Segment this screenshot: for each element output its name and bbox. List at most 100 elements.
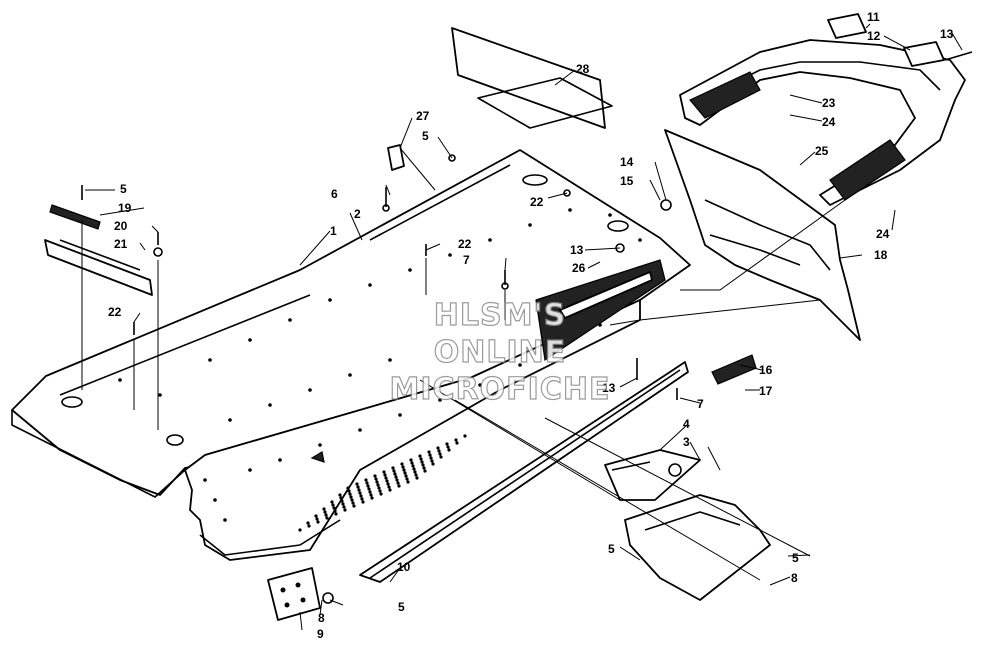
callout-22-a: 22 [108,305,122,319]
rivet-hole [478,383,482,387]
rivet-hole [448,253,452,257]
rivet-hole [248,468,252,472]
perforation-hole [383,473,387,477]
callout-2: 2 [354,207,361,221]
callout-8-a: 8 [318,611,325,625]
rivet-hole [203,478,207,482]
callout-4: 4 [683,417,690,431]
perforation-hole [412,467,416,471]
perforation-hole [357,488,361,492]
rivet-hole [388,358,392,362]
bracket-plate-upper [604,449,701,501]
perforation-hole [405,477,409,481]
callout-10: 10 [397,560,411,574]
callout-27: 27 [416,109,430,123]
perforation-hole [342,505,346,509]
perforation-hole [368,490,372,494]
rivet-hole [568,208,572,212]
callout-16: 16 [759,363,773,377]
callout-6: 6 [331,187,338,201]
rivet-hole [308,388,312,392]
perforation-hole [334,512,338,516]
rear-flap [664,129,861,341]
perforation-hole [388,488,392,492]
perforation-hole [333,509,337,513]
perforation-hole [348,492,352,496]
perforation-hole [298,528,302,532]
perforation-hole [446,445,450,449]
callout-11: 11 [867,10,880,24]
callout-5-d: 5 [792,551,799,565]
watermark-line-3: MICROFICHE [390,372,611,407]
perforation-hole [463,434,467,438]
perforation-hole [386,482,390,486]
callout-18: 18 [874,248,888,262]
callout-7-a: 7 [463,253,470,267]
perforation-hole [418,454,422,458]
callout-15: 15 [620,174,634,188]
perforation-hole [341,502,345,506]
perforation-hole [373,474,377,478]
perforation-hole [394,475,398,479]
rivet-hole [158,393,162,397]
perforation-hole [350,498,354,502]
decal-12 [903,41,945,67]
bracket-19-21 [44,204,153,296]
perforation-hole [322,507,326,511]
perforation-hole [396,481,400,485]
perforation-hole [306,521,310,525]
perforation-hole [406,480,410,484]
rivet-hole [368,283,372,287]
callout-25: 25 [815,144,829,158]
perforation-hole [359,494,363,498]
perforation-hole [392,469,396,473]
callout-12: 12 [867,29,881,43]
assembly-lines [81,199,846,581]
callout-21: 21 [114,237,128,251]
perforation-hole [438,452,442,456]
perforation-hole [376,483,380,487]
callout-28: 28 [576,62,590,76]
rivet-hole [248,338,252,342]
rivet-hole [488,238,492,242]
callout-14: 14 [620,155,634,169]
callout-13-c: 13 [602,381,616,395]
perforation-hole [339,496,343,500]
perforation-hole [375,480,379,484]
decal-27 [387,144,405,171]
callout-24-a: 24 [822,115,836,129]
rivet-hole [278,458,282,462]
mount-plate-9 [267,567,321,621]
mud-flap [451,27,613,129]
perforation-hole [324,513,328,517]
rivet-hole [288,318,292,322]
watermark-line-2: ONLINE [434,335,567,370]
rivet-hole [223,518,227,522]
rivet-hole [318,443,322,447]
rivet-hole [408,268,412,272]
rivet-hole [528,223,532,227]
rivet-hole [348,373,352,377]
callout-leaders [85,23,963,631]
perforation-hole [402,468,406,472]
perforation-hole [370,496,374,500]
callout-13-b: 13 [570,243,584,257]
rivet-hole [518,363,522,367]
perforation-hole [331,503,335,507]
perforation-hole [343,508,347,512]
callout-26: 26 [572,261,586,275]
perforation-hole [385,479,389,483]
callout-labels: 1 2 3 4 5 5 5 5 5 6 7 7 8 8 9 10 11 12 1… [108,10,954,641]
rivet-hole [208,358,212,362]
perforation-hole [377,486,381,490]
callout-24-b: 24 [876,227,890,241]
perforation-hole [387,485,391,489]
perforation-hole [374,477,378,481]
perforation-hole [428,453,432,457]
perforation-hole [330,500,334,504]
perforation-hole [427,450,431,454]
perforation-hole [422,466,426,470]
perforation-hole [455,441,459,445]
perforation-hole [421,463,425,467]
callout-8-b: 8 [791,571,798,585]
